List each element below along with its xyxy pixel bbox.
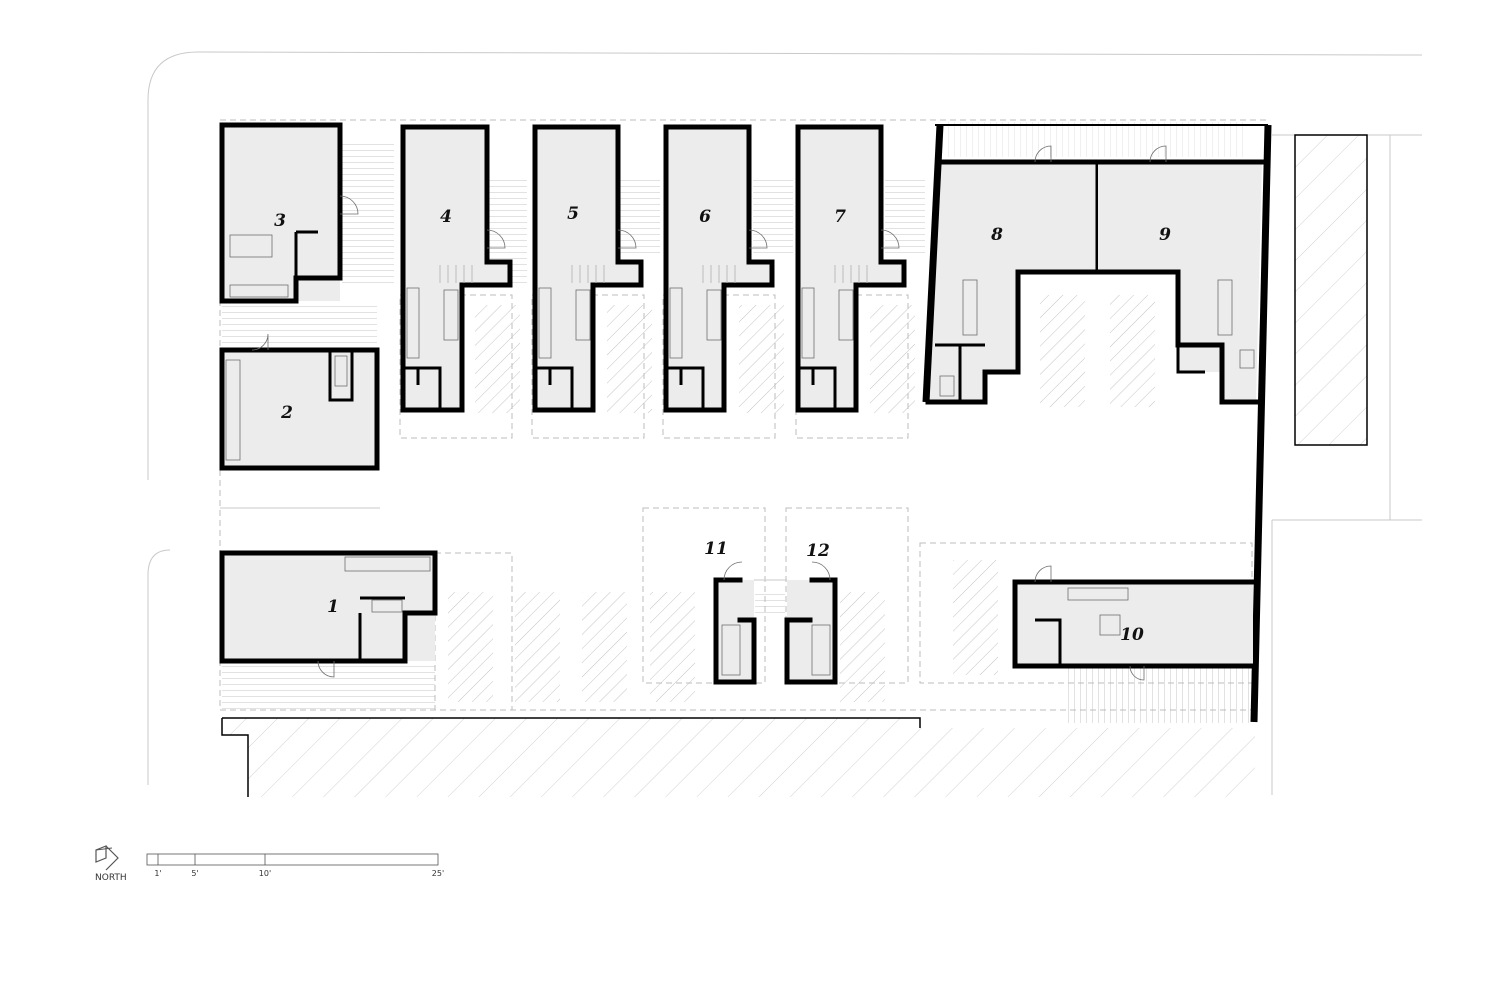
unit-label-6: 6 (699, 207, 711, 227)
parking-stall (650, 592, 695, 702)
unit-9 (1095, 145, 1265, 405)
unit-label-10: 10 (1120, 625, 1144, 645)
parking-stall (953, 560, 998, 675)
unit-6 (663, 124, 775, 413)
north-label: NORTH (95, 873, 127, 883)
unit-labels: 1 2 3 4 5 6 7 8 9 10 11 12 (274, 204, 1171, 645)
unit-label-11: 11 (704, 539, 728, 559)
unit-label-1: 1 (327, 597, 339, 617)
unit-4 (400, 124, 513, 413)
unit-label-7: 7 (834, 207, 846, 227)
unit-10 (1012, 565, 1256, 681)
unit-1 (219, 550, 438, 678)
scale-tick-10: 10' (259, 869, 271, 878)
unit-label-9: 9 (1159, 225, 1171, 245)
parking-stall (448, 592, 493, 702)
parking-stalls (448, 295, 1155, 702)
unit-11 (713, 561, 757, 685)
parking-stall (607, 305, 652, 413)
parking-stall (1110, 295, 1155, 407)
scale-bar: 1' 5' 10' 25' (146, 853, 444, 878)
parking-stall (870, 305, 915, 413)
parking-stall (582, 592, 627, 702)
scale-tick-1: 1' (154, 869, 161, 878)
unit-12 (784, 561, 838, 685)
unit-3 (219, 122, 359, 304)
unit-7 (795, 124, 907, 413)
scale-tick-5: 5' (191, 869, 198, 878)
parking-stall (515, 592, 560, 702)
unit-label-8: 8 (990, 225, 1003, 245)
unit-label-5: 5 (567, 204, 579, 224)
parking-stall (739, 305, 784, 413)
parking-stall (840, 592, 885, 702)
exterior-steps (222, 122, 1250, 723)
unit-label-4: 4 (440, 207, 452, 227)
parking-stall (1040, 295, 1085, 407)
adjacent-lot (221, 717, 1255, 797)
unit-2 (219, 333, 380, 471)
neighbor-building (1294, 134, 1368, 446)
unit-label-12: 12 (806, 541, 830, 561)
scale-tick-25: 25' (432, 869, 444, 878)
party-walls (922, 124, 1272, 723)
parking-stall (475, 305, 520, 413)
unit-label-2: 2 (280, 403, 293, 423)
north-arrow: NORTH (95, 845, 127, 883)
unit-5 (532, 124, 644, 413)
unit-label-3: 3 (274, 211, 286, 231)
